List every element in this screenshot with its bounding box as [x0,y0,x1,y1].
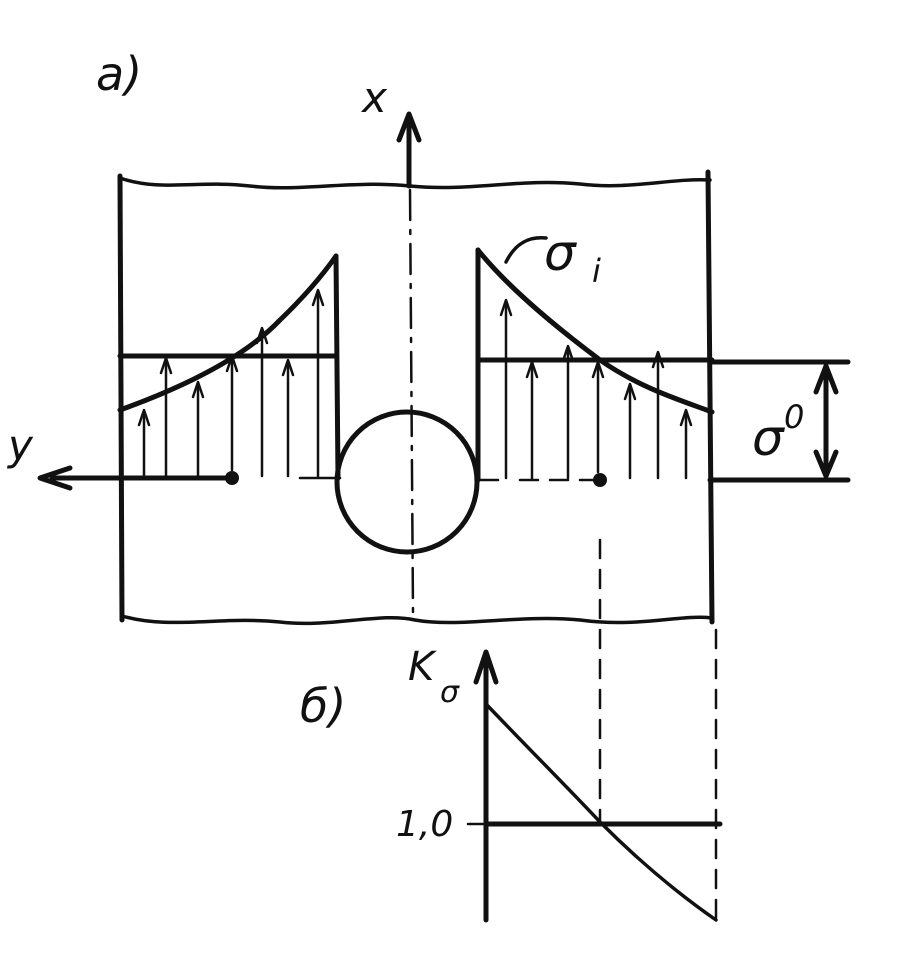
sigma-0-superscript: 0 [784,398,804,436]
x-axis-arrowhead [396,111,422,143]
centroid-dot-right [593,473,607,487]
sigma0-arrow-down [813,449,839,479]
plate-bottom-break-line [120,614,714,626]
stress-arrows-right [499,298,693,480]
panel-a-label: a) [96,47,142,101]
stress-diagram-left [117,253,341,481]
sigma-0-label: σ [752,409,785,467]
k-sigma-label: K [408,644,437,690]
k-axis-arrowhead [473,649,499,685]
sigma0-arrow-up [813,363,839,395]
x-axis-centerline [408,188,415,614]
stress-diagram-right [475,247,715,483]
y-axis-label: y [6,421,34,470]
plate-top-break-line [118,176,712,190]
hole-edge-stress-left [333,253,341,481]
x-axis-label: x [360,73,388,122]
sigma0-dimension [709,359,851,479]
k-sigma-subscript: σ [440,675,460,710]
stress-arrows-left [137,288,325,478]
stress-curve-left [117,253,339,413]
plate [117,169,715,626]
hole-circle [334,409,480,555]
k-graph [466,538,723,923]
sigma-i-subscript: i [592,252,601,290]
sigma-i-leader [504,236,548,264]
k-tick-label: 1,0 [396,804,453,845]
axes [37,111,851,614]
plate-left-edge [117,173,125,623]
y-axis-arrowhead [37,465,73,491]
sigma-i-label: σ [544,224,577,282]
plate-right-edge [705,169,715,625]
centroid-dot-left [225,471,239,485]
panel-b-label: б) [300,679,346,733]
